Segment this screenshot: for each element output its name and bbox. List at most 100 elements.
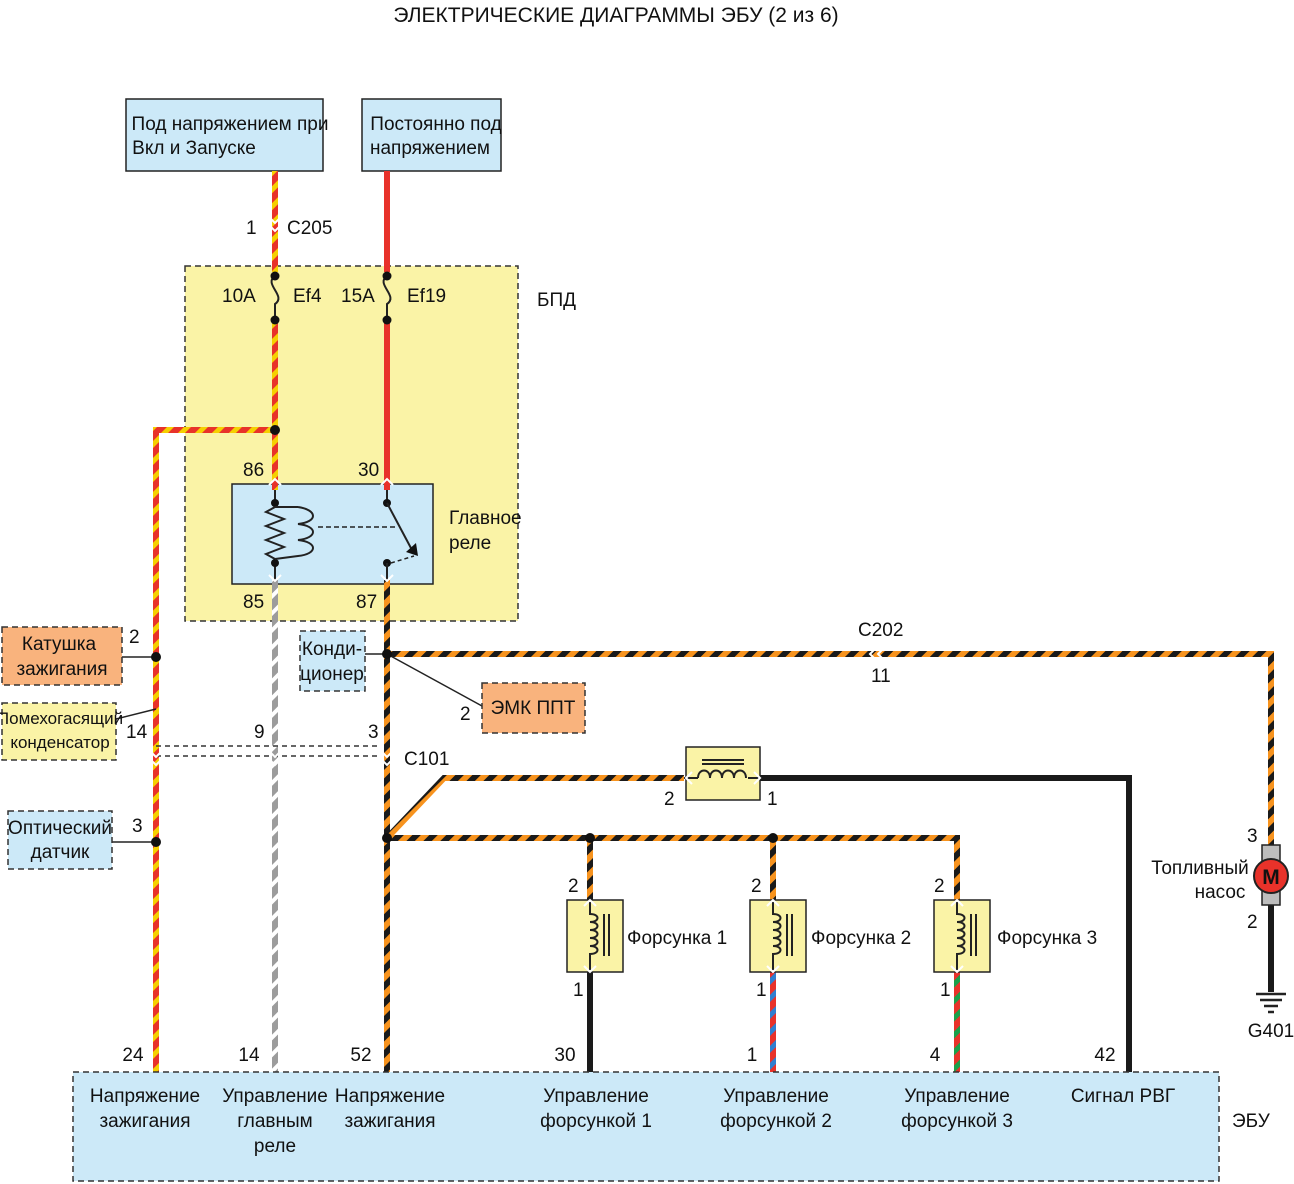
wire-relay-output	[384, 580, 1274, 1072]
source-battery: Постоянно под напряжением	[361, 98, 502, 172]
source-battery-line2: напряжением	[370, 138, 490, 159]
ecu-pin-number: 24	[122, 1045, 144, 1066]
c205-label: C205	[287, 218, 332, 239]
injector-1-label: Форсунка 1	[627, 928, 727, 949]
pump-label-line1: Топливный	[1151, 858, 1249, 879]
emk-ppt: ЭМК ППТ	[481, 682, 586, 734]
c205-pin: 1	[246, 218, 257, 239]
coil-pin: 2	[129, 627, 140, 648]
wire-capacitor-tap	[115, 708, 157, 720]
injector-3: Форсунка 3	[933, 898, 1097, 974]
ground-label: G401	[1248, 1021, 1294, 1042]
coil-label-line1: Катушка	[22, 634, 97, 655]
relay-label-line2: реле	[449, 533, 491, 554]
c101-pin-relay: 9	[254, 722, 265, 743]
c101-pin-ign: 14	[126, 722, 148, 743]
ecu-pin-label: зажигания	[99, 1111, 190, 1132]
injector-2: Форсунка 2	[749, 898, 911, 974]
wire-ignition	[153, 171, 278, 1072]
relay-pin-85: 85	[243, 592, 264, 613]
ecu-pin-label: Сигнал РВГ	[1071, 1086, 1175, 1107]
ecu-pin-label: главным	[237, 1111, 312, 1132]
ecu-pin-label: форсункой 2	[720, 1111, 832, 1132]
source-ignition-line2: Вкл и Запуске	[132, 138, 256, 159]
egr-solenoid-icon	[684, 746, 762, 801]
fuse-ef19-rating: 15A	[341, 286, 375, 307]
bpd-label: БПД	[537, 290, 576, 311]
injector-3-label: Форсунка 3	[997, 928, 1097, 949]
ac-label-line1: Конди-	[302, 639, 362, 660]
emk-label: ЭМК ППТ	[491, 698, 576, 719]
relay-switch-icon	[380, 477, 418, 583]
pump-symbol: M	[1262, 866, 1280, 889]
c101-label: C101	[404, 749, 449, 770]
fuse-ef4-label: Ef4	[293, 286, 322, 307]
fuse-ef19-label: Ef19	[407, 286, 446, 307]
injector-2-pin-bottom: 1	[756, 980, 767, 1001]
emk-pin: 2	[460, 704, 471, 725]
connector-chevrons	[149, 216, 885, 767]
connector-c101	[156, 745, 380, 757]
optical-label-line1: Оптический	[8, 818, 112, 839]
ecu-pin-label: Управление	[543, 1086, 649, 1107]
ecu-pin-label: форсункой 1	[540, 1111, 652, 1132]
injector-2-label: Форсунка 2	[811, 928, 911, 949]
ecu-pin-label: зажигания	[344, 1111, 435, 1132]
relay-coil-icon	[263, 477, 314, 583]
injector-2-pin-top: 2	[751, 876, 762, 897]
c202-label: C202	[858, 620, 903, 641]
ecu-pin-number: 1	[747, 1045, 758, 1066]
ecu-pin-label: Управление	[904, 1086, 1010, 1107]
fuse-ef19	[382, 271, 392, 325]
c101-pin-main: 3	[368, 722, 379, 743]
air-conditioner: Конди- ционер	[299, 630, 366, 692]
pump-label-line2: насос	[1195, 882, 1246, 903]
relay-pin-87: 87	[356, 592, 377, 613]
fuel-pump-motor-icon: M	[1253, 844, 1289, 906]
ecu-pin-label: форсункой 3	[901, 1111, 1013, 1132]
fuse-ef4-rating: 10A	[222, 286, 256, 307]
optical-pin: 3	[132, 816, 143, 837]
ac-label-line2: ционер	[300, 664, 364, 685]
ecu-label: ЭБУ	[1232, 1111, 1271, 1132]
ecu-block	[72, 1071, 1220, 1182]
relay-pin-86: 86	[243, 460, 264, 481]
relay-pin-30: 30	[358, 460, 379, 481]
noise-capacitor: Помехогасящий конденсатор	[0, 702, 123, 761]
wire-egr-signal	[760, 775, 1132, 1072]
injector-3-pin-top: 2	[934, 876, 945, 897]
ecu-pin-label: Управление	[222, 1086, 328, 1107]
wire-emk-tap	[386, 653, 483, 707]
ecu-pin-label: реле	[254, 1136, 296, 1157]
ecu-pin-label: Напряжение	[335, 1086, 445, 1107]
ecu-pin-label: Управление	[723, 1086, 829, 1107]
ground-icon	[1256, 992, 1286, 1014]
egr-pin-left: 2	[664, 789, 675, 810]
ecu-pin-number: 52	[350, 1045, 371, 1066]
egr-pin-right: 1	[767, 789, 778, 810]
diagram-title: ЭЛЕКТРИЧЕСКИЕ ДИАГРАММЫ ЭБУ (2 из 6)	[393, 4, 838, 27]
source-battery-line1: Постоянно под	[370, 114, 501, 135]
injector-1: Форсунка 1	[566, 898, 727, 974]
ecu-pin-number: 42	[1094, 1045, 1115, 1066]
ecu-pin-number: 14	[238, 1045, 260, 1066]
ignition-coil: Катушка зажигания	[1, 626, 123, 686]
ecu-pin-number: 4	[930, 1045, 941, 1066]
ecu-pin-label: Напряжение	[90, 1086, 200, 1107]
injector-3-pin-bottom: 1	[940, 980, 951, 1001]
fuse-ef4	[270, 271, 280, 325]
coil-label-line2: зажигания	[16, 659, 107, 680]
pump-pin-top: 3	[1247, 826, 1258, 847]
relay-label-line1: Главное	[449, 508, 522, 529]
capacitor-label-line1: Помехогасящий	[0, 709, 123, 728]
ecu-pin-number: 30	[554, 1045, 575, 1066]
splice-points	[151, 425, 778, 847]
injector-1-pin-top: 2	[568, 876, 579, 897]
source-ignition-line1: Под напряжением при	[132, 114, 329, 135]
optical-sensor: Оптический датчик	[7, 810, 113, 870]
source-ignition: Под напряжением при Вкл и Запуске	[125, 98, 329, 172]
capacitor-label-line2: конденсатор	[10, 733, 109, 752]
injector-1-pin-bottom: 1	[573, 980, 584, 1001]
c202-pin: 11	[871, 666, 891, 687]
